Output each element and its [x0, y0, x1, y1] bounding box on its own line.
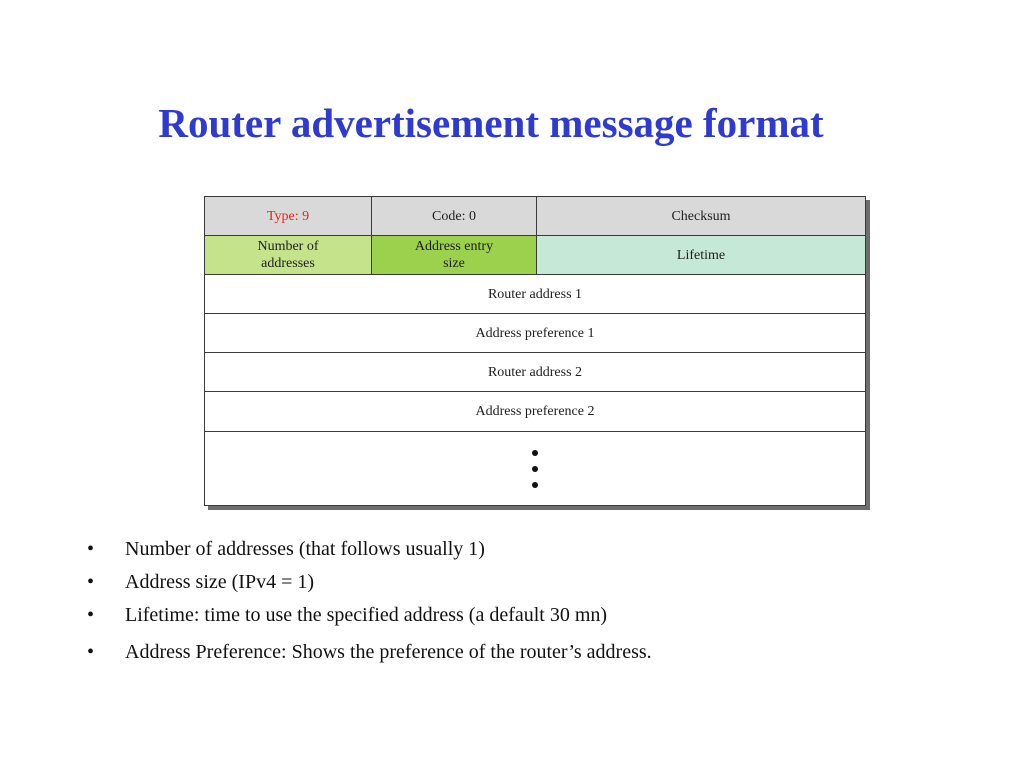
bullet-item: • Address Preference: Shows the preferen… — [87, 637, 987, 670]
slide-title: Router advertisement message format — [158, 100, 824, 146]
checksum-field: Checksum — [536, 196, 866, 236]
message-format-diagram: Type: 9 Code: 0 Checksum Number of addre… — [204, 196, 866, 506]
router-address-1-label: Router address 1 — [487, 286, 583, 302]
bullet-list: • Number of addresses (that follows usua… — [87, 534, 987, 670]
continuation-row — [204, 431, 866, 506]
address-entry-size-field: Address entry size — [371, 235, 537, 275]
ellipsis-dot — [532, 481, 538, 488]
address-entry-size-line1: Address entry — [414, 239, 494, 254]
bullet-text: Address size (IPv4 = 1) — [125, 571, 315, 593]
number-of-addresses-line1: Number of — [257, 239, 319, 254]
bullet-marker: • — [87, 538, 95, 560]
code-field-label: Code: 0 — [432, 208, 476, 224]
number-of-addresses-line2: addresses — [261, 256, 315, 271]
lifetime-field-label: Lifetime — [676, 247, 726, 263]
bullet-item: • Lifetime: time to use the specified ad… — [87, 600, 987, 633]
bullet-marker: • — [87, 641, 95, 663]
type-field: Type: 9 — [204, 196, 372, 236]
bullet-text: Address Preference: Shows the preference… — [125, 641, 652, 663]
address-entry-size-line2: size — [443, 256, 465, 271]
type-field-label: Type: 9 — [266, 208, 310, 224]
lifetime-field: Lifetime — [536, 235, 866, 275]
address-preference-2-label: Address preference 2 — [475, 404, 595, 419]
bullet-item: • Number of addresses (that follows usua… — [87, 534, 987, 567]
code-field: Code: 0 — [371, 196, 537, 236]
bullet-text: Number of addresses (that follows usuall… — [125, 538, 485, 560]
bullet-marker: • — [87, 604, 95, 626]
ellipsis-dot — [532, 449, 538, 456]
address-preference-1-label: Address preference 1 — [475, 325, 595, 341]
bullet-item: • Address size (IPv4 = 1) — [87, 567, 987, 600]
bullet-text: Lifetime: time to use the specified addr… — [125, 604, 608, 626]
bullet-marker: • — [87, 571, 95, 593]
address-preference-2-field: Address preference 2 — [204, 391, 866, 432]
router-address-2-label: Router address 2 — [487, 364, 583, 380]
ellipsis-dot — [532, 465, 538, 472]
address-preference-1-field: Address preference 1 — [204, 313, 866, 353]
router-address-2-field: Router address 2 — [204, 352, 866, 392]
checksum-field-label: Checksum — [671, 208, 731, 224]
number-of-addresses-field: Number of addresses — [204, 235, 372, 275]
router-address-1-field: Router address 1 — [204, 274, 866, 314]
